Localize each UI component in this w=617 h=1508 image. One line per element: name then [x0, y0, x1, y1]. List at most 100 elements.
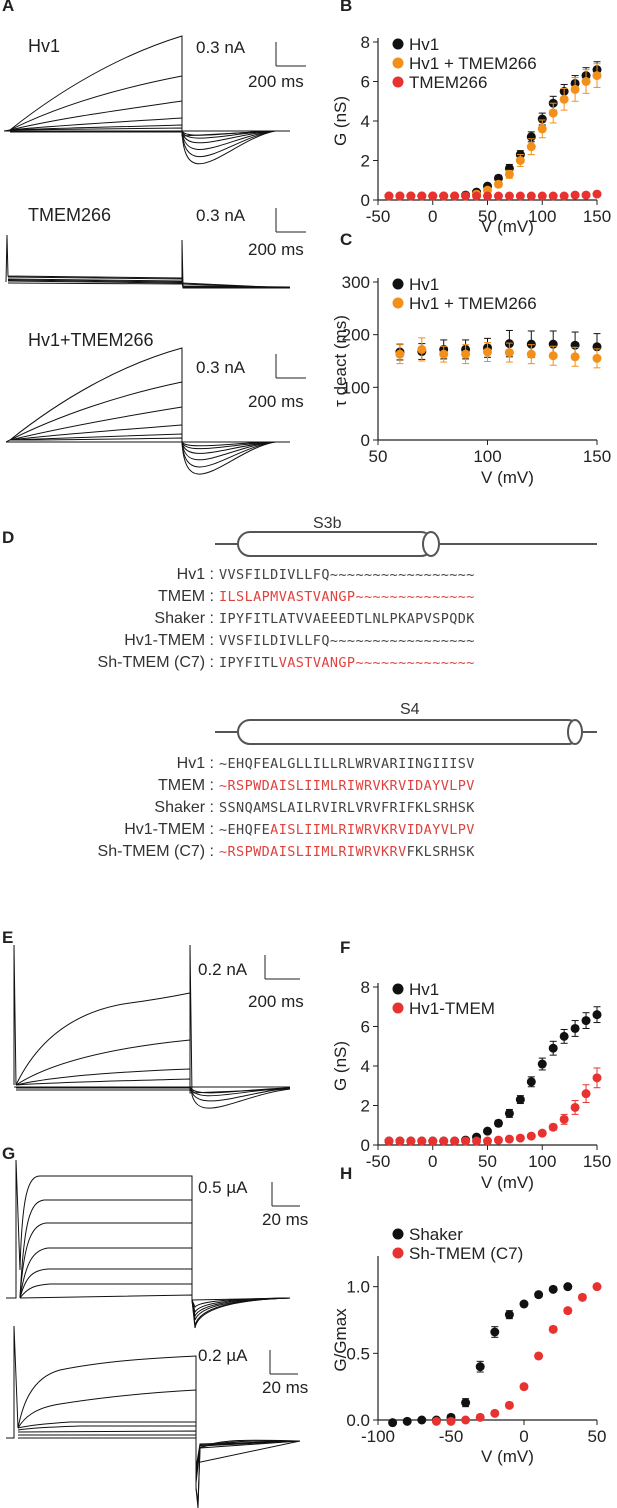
data-point: [515, 191, 525, 201]
panel-label-a: A: [2, 0, 15, 15]
x-tick-label: 0: [428, 207, 437, 226]
y-tick-label: 0.0: [346, 1411, 370, 1430]
data-point: [515, 156, 525, 165]
alignment-row-name: Sh-TMEM (C7) :: [97, 843, 214, 860]
data-point: [483, 1126, 492, 1136]
s4-label: S4: [400, 701, 420, 718]
legend-label: Hv1: [409, 35, 439, 54]
data-point: [563, 1306, 573, 1316]
trace-plot-g-sh-tmem: [6, 1325, 301, 1508]
scale-current-tmem266: 0.3 nA: [196, 206, 246, 225]
y-tick-label: 0: [361, 191, 370, 210]
scale-time-hv1-tmem266: 200 ms: [248, 392, 304, 411]
x-axis-label: V (mV): [481, 468, 534, 487]
x-axis-label: V (mV): [481, 1173, 534, 1192]
sequence-segment: VASTVANGP~~~~~~~~~~~~~~: [278, 655, 475, 671]
current-traces: [6, 1159, 291, 1329]
data-point: [490, 1408, 500, 1418]
data-point: [388, 1418, 398, 1428]
data-point: [563, 1282, 573, 1292]
data-point: [406, 1136, 416, 1146]
data-point: [483, 1136, 492, 1146]
s3b-label: S3b: [313, 515, 342, 532]
current-traces: [3, 35, 290, 165]
y-tick-label: 2: [361, 1097, 370, 1116]
trace-label-hv1-tmem266: Hv1+TMEM266: [28, 330, 154, 350]
legend-marker: [392, 1228, 404, 1240]
data-point: [515, 1133, 525, 1143]
data-point: [559, 1114, 569, 1124]
sequence-segment: ILSLAPMVASTVANGP~~~~~~~~~~~~~~: [219, 589, 475, 605]
data-point: [439, 191, 449, 201]
y-tick-label: 6: [361, 1018, 370, 1037]
y-tick-label: 0: [361, 1136, 370, 1155]
data-point: [537, 124, 547, 134]
data-point: [570, 1102, 580, 1112]
data-point: [504, 191, 514, 201]
scale-time-tmem266: 200 ms: [248, 240, 304, 259]
data-point: [577, 1292, 587, 1302]
data-point: [559, 1031, 569, 1041]
legend-label: Shaker: [409, 1225, 463, 1244]
x-tick-label: 100: [528, 207, 556, 226]
data-point: [534, 1351, 544, 1361]
y-tick-label: 8: [361, 33, 370, 52]
data-point: [439, 1136, 449, 1146]
x-tick-label: 150: [583, 1152, 611, 1171]
legend-marker: [392, 38, 404, 50]
y-axis-label: τ deact (ms): [331, 315, 350, 407]
data-point: [581, 190, 591, 200]
legend-label: Hv1: [409, 980, 439, 999]
data-point: [526, 349, 536, 359]
data-point: [570, 190, 580, 200]
x-tick-label: 50: [369, 447, 388, 466]
alignment-row-name: Hv1 :: [176, 755, 214, 772]
data-point: [417, 344, 427, 354]
panel-label-b: B: [340, 0, 353, 15]
trace-plot-g-shaker: [6, 1159, 300, 1329]
sequence-segment: IPYFITLATVVAEEEDTLNLPKAPVSPQDK: [219, 611, 475, 627]
x-tick-label: 50: [478, 1152, 497, 1171]
data-point: [581, 1089, 591, 1099]
scale-current-g-sh-tmem: 0.2 µA: [198, 1346, 248, 1365]
legend-label: Hv1 + TMEM266: [409, 54, 537, 73]
data-point: [504, 1400, 514, 1410]
current-traces: [5, 347, 290, 475]
alignment-row-name: TMEM :: [158, 588, 214, 605]
data-point: [490, 1327, 500, 1337]
y-tick-label: 100: [342, 378, 370, 397]
alignment-row-sequence: ~RSPWDAISLIIMLRIWRVKRVIDAYVLPV: [219, 778, 475, 794]
data-point: [504, 348, 514, 358]
y-tick-label: 4: [361, 1057, 370, 1076]
legend-marker: [392, 76, 404, 88]
data-point: [395, 191, 405, 201]
data-point: [570, 1023, 580, 1033]
data-point: [570, 84, 580, 94]
data-point: [395, 1136, 405, 1146]
alignment-row-name: Hv1 :: [176, 566, 214, 583]
data-point: [402, 1416, 412, 1426]
alignment-row-name: Sh-TMEM (C7) :: [97, 654, 214, 671]
data-point: [461, 1136, 471, 1146]
data-point: [526, 1077, 536, 1087]
alignment-row-name: Shaker :: [154, 799, 214, 816]
sequence-segment: VVSFILDIVLLFQ~~~~~~~~~~~~~~~~~: [219, 633, 475, 649]
scale-current-e: 0.2 nA: [198, 960, 248, 979]
data-point: [417, 1136, 427, 1146]
alignment-row-sequence: ~RSPWDAISLIIMLRIWRVKRVFKLSRHSK: [219, 844, 475, 860]
trace-label-tmem266: TMEM266: [28, 205, 112, 225]
y-tick-label: 6: [361, 73, 370, 92]
data-point: [526, 142, 536, 152]
data-point: [548, 1122, 558, 1132]
sequence-segment: ~RSPWDAISLIIMLRIWRVKRV: [219, 844, 407, 860]
data-point: [417, 191, 427, 201]
trace-plot-e: [13, 944, 300, 1109]
alignment-row-sequence: ~EHQFEAISLIIMLRIWRVKRVIDAYVLPV: [219, 822, 475, 838]
data-point: [592, 1010, 602, 1020]
x-tick-label: 0: [428, 1152, 437, 1171]
data-point: [406, 191, 416, 201]
data-point: [559, 94, 569, 104]
